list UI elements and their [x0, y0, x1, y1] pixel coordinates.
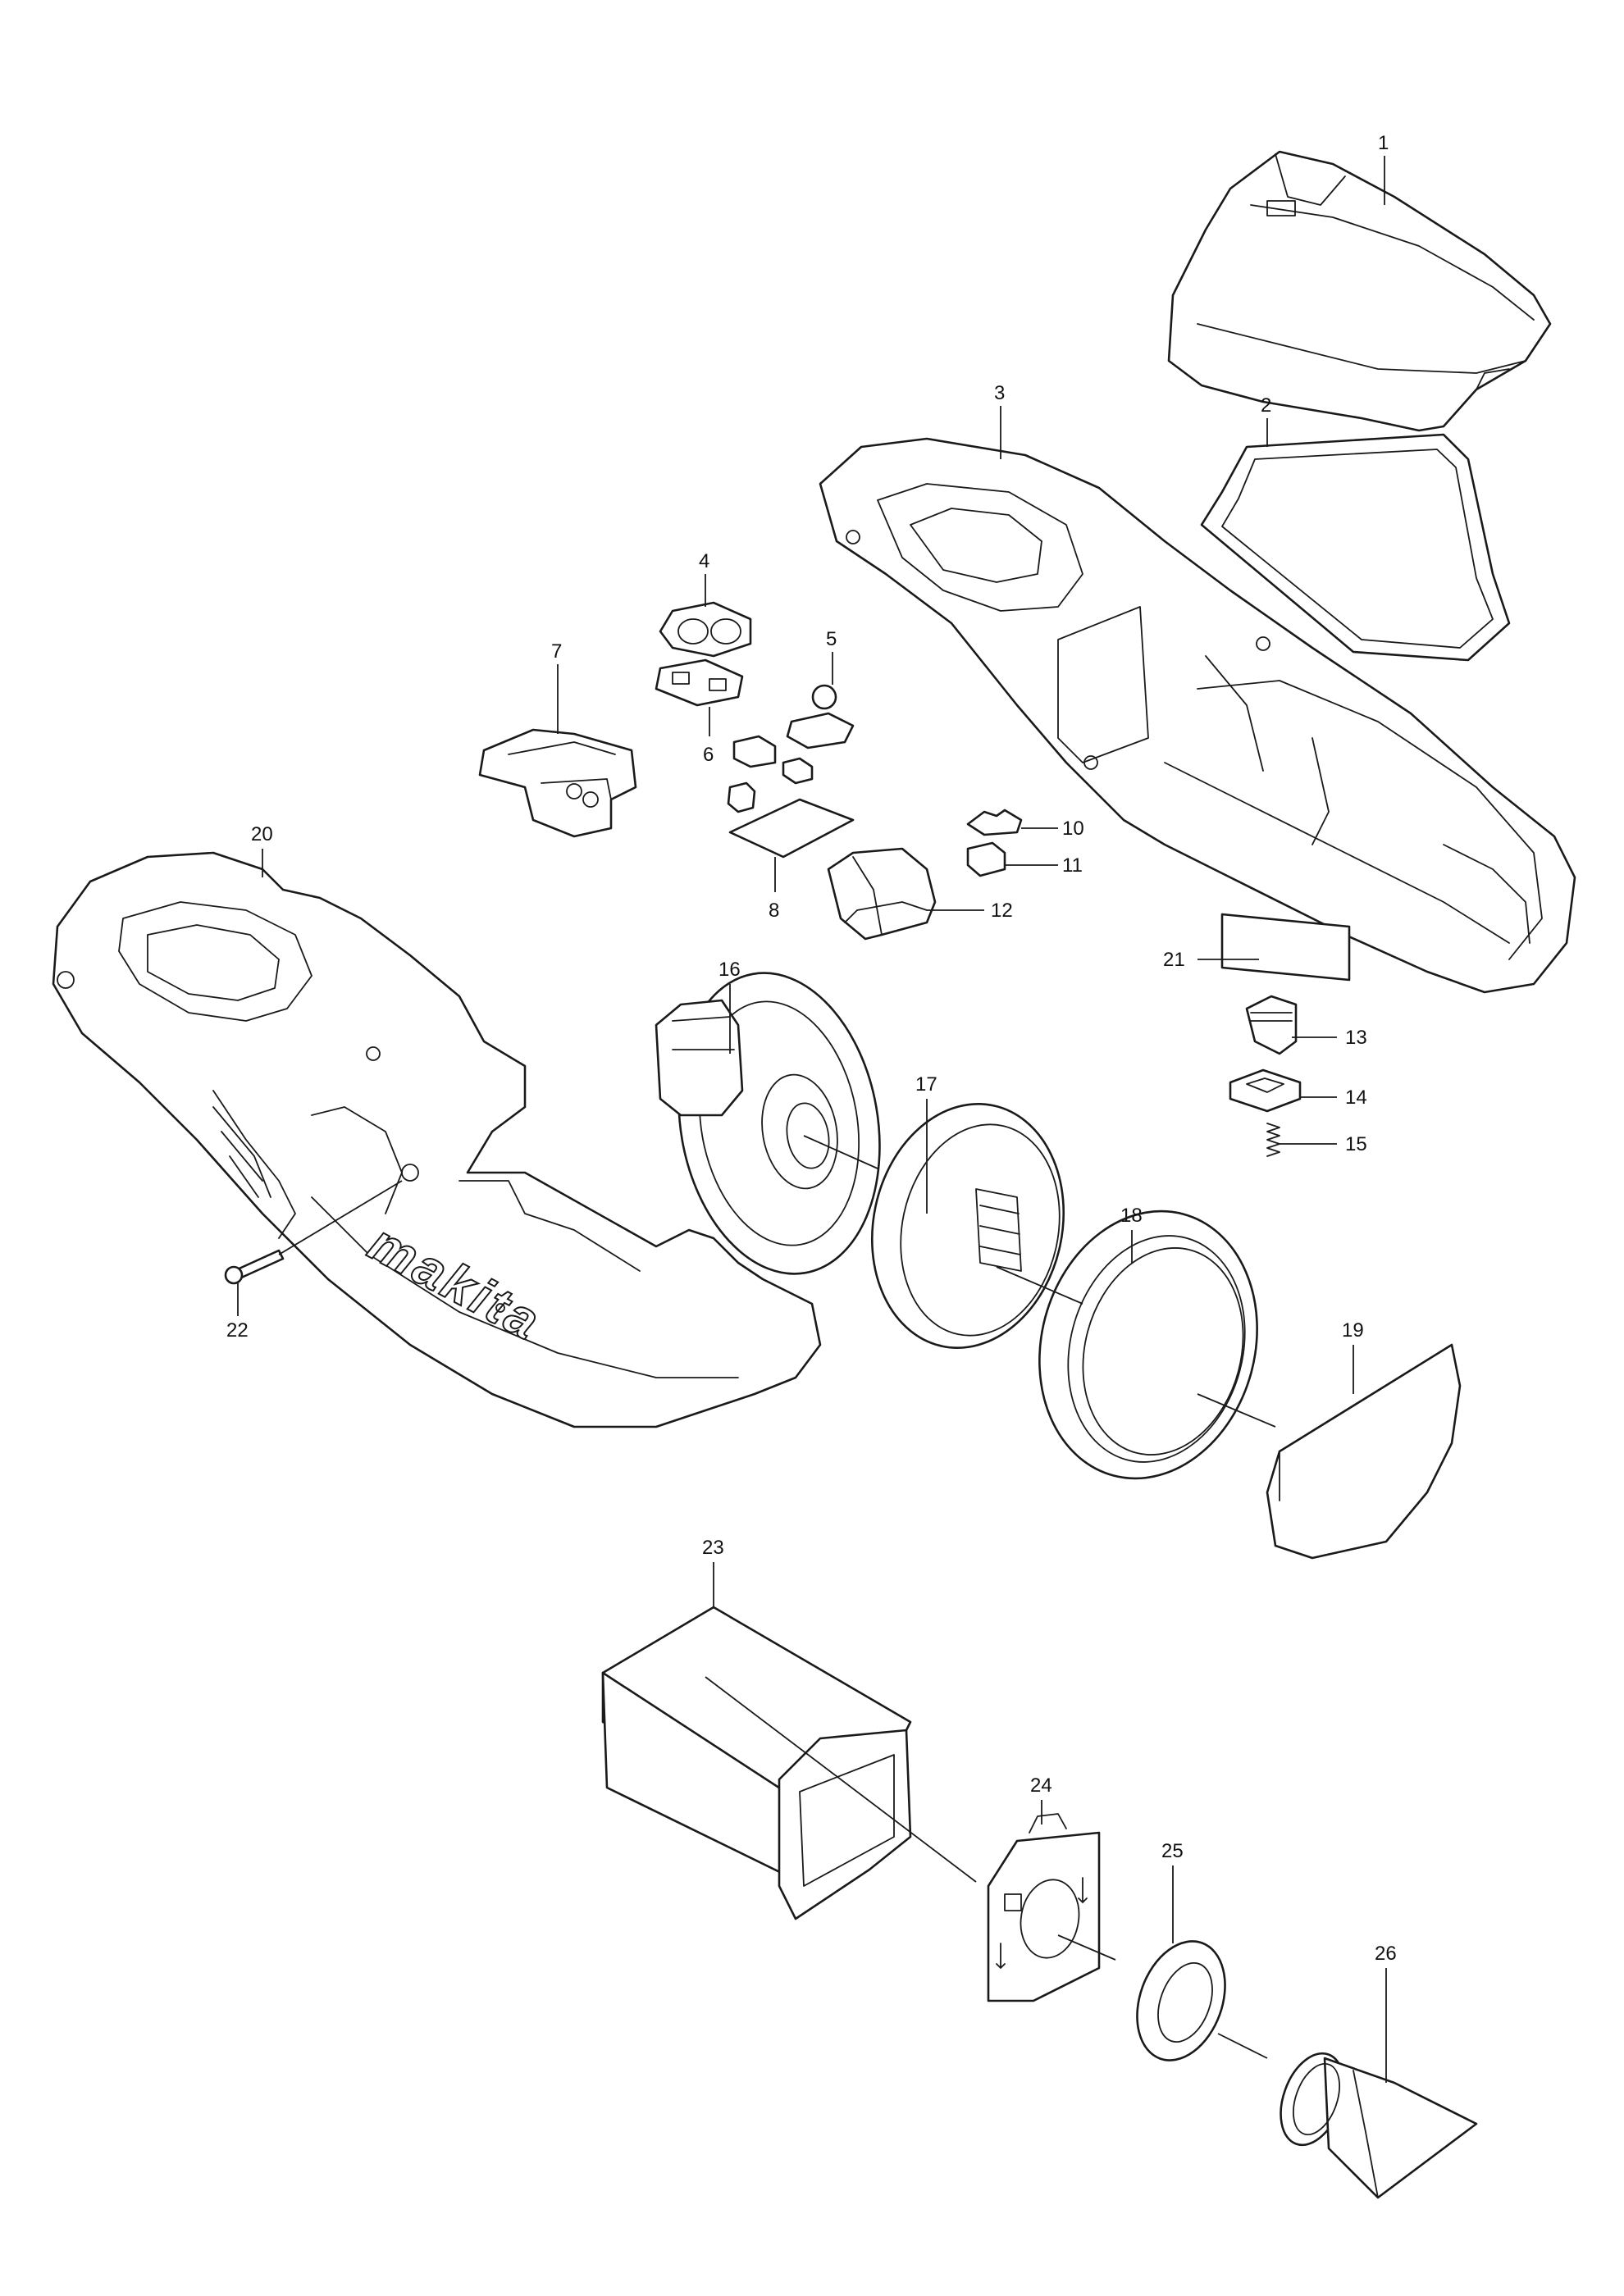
- callout-14: 14: [1345, 1086, 1367, 1109]
- part-15-spring: [1266, 1123, 1280, 1157]
- part-19-pre-filter: [1266, 1343, 1462, 1560]
- callout-19: 19: [1342, 1319, 1364, 1342]
- callout-21: 21: [1163, 949, 1185, 971]
- callout-11: 11: [1062, 854, 1083, 877]
- part-26-nozzle: [1280, 2052, 1478, 2199]
- callout-12: 12: [991, 900, 1013, 922]
- part-10-clip: [966, 809, 1023, 836]
- callout-5: 5: [826, 628, 837, 650]
- part-8-circuit-board: [728, 798, 855, 859]
- callout-6: 6: [703, 744, 714, 766]
- callout-17: 17: [915, 1073, 937, 1096]
- callout-22: 22: [226, 1319, 249, 1342]
- part-21-label: [1220, 913, 1351, 982]
- callout-18: 18: [1120, 1205, 1143, 1227]
- callout-7: 7: [551, 640, 562, 663]
- callout-4: 4: [699, 550, 709, 572]
- part-13-release-button: [1245, 995, 1298, 1055]
- part-7-terminal: [478, 728, 637, 838]
- part-25-seal-ring: [1136, 1940, 1226, 2061]
- callout-13: 13: [1345, 1027, 1367, 1049]
- part-17-filter-housing: [870, 1103, 1065, 1349]
- callout-1: 1: [1378, 132, 1389, 154]
- part-16-motor-fan: [655, 972, 881, 1275]
- callout-2: 2: [1261, 394, 1271, 417]
- part-12-switch: [827, 847, 937, 941]
- connector-parts: [727, 735, 814, 813]
- callout-20: 20: [251, 823, 273, 845]
- part-14-button-seat: [1229, 1068, 1302, 1113]
- part-1-top-cover: [1167, 150, 1552, 432]
- callout-25: 25: [1161, 1840, 1184, 1862]
- callout-15: 15: [1345, 1133, 1367, 1155]
- part-18-ring: [1038, 1210, 1258, 1480]
- callout-10: 10: [1062, 818, 1084, 840]
- part-4-switch-button: [659, 601, 752, 658]
- part-20-outer-housing: makita: [52, 851, 822, 1428]
- callout-23: 23: [702, 1537, 724, 1559]
- part-11-block: [966, 841, 1006, 877]
- callout-26: 26: [1375, 1943, 1397, 1965]
- leader-lines: [237, 156, 1387, 2083]
- callout-numbers: 1 2 3 4 5 6 7 8 10 11 12 13 14 15 16 17 …: [226, 132, 1397, 1965]
- part-6-switch-plate: [655, 658, 744, 707]
- part-2-gasket: [1200, 433, 1511, 662]
- part-23-filter: [601, 1606, 912, 1920]
- callout-16: 16: [718, 959, 741, 981]
- part-22-screw: [224, 1249, 285, 1285]
- callout-8: 8: [769, 900, 779, 922]
- callout-24: 24: [1030, 1774, 1052, 1797]
- part-24-filter-plate: [987, 1813, 1101, 2002]
- part-3-main-housing: [819, 437, 1576, 994]
- part-5-led: [786, 684, 855, 749]
- callout-3: 3: [994, 382, 1005, 404]
